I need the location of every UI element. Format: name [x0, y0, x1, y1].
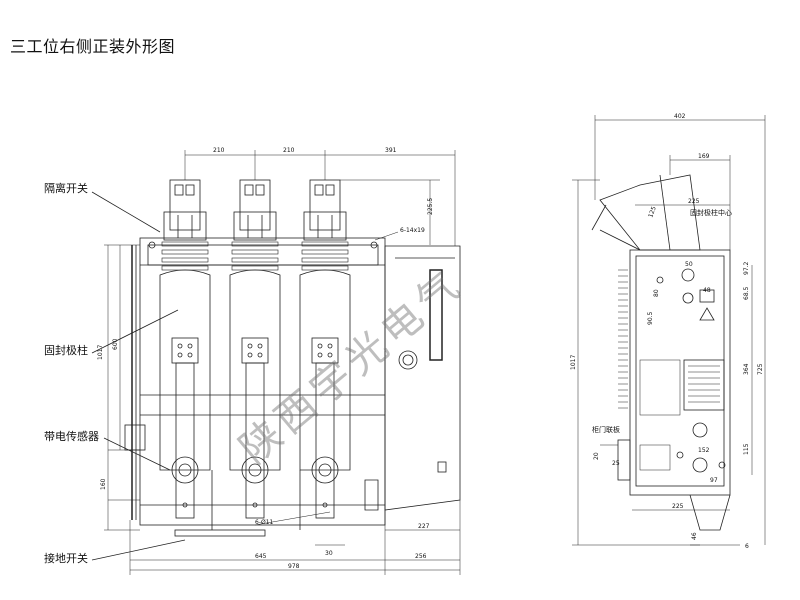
dim-height-top: 225.5 [427, 198, 434, 215]
dim-side-48: 48 [703, 287, 711, 294]
callout-sealed-pole: 固封极柱 [44, 344, 88, 357]
dim-side-225-top: 225 [688, 198, 700, 205]
front-view [91, 150, 461, 575]
live-sensor-1 [171, 456, 199, 484]
live-sensor-3 [311, 456, 339, 484]
mount-hole-tl [148, 241, 156, 249]
callout-panel-door-plate: 柜门联板 [592, 425, 620, 434]
callout-pole-center: 固封极柱中心 [690, 208, 732, 217]
dim-side-169: 169 [698, 153, 710, 160]
dim-side-90-5: 90.5 [647, 311, 654, 325]
sealed-pole-1 [159, 269, 211, 471]
dim-pitch-1: 210 [213, 147, 225, 154]
dim-holes-top: 6-14x19 [400, 227, 425, 234]
dim-pitch-2: 210 [283, 147, 295, 154]
dim-side-80: 80 [653, 289, 660, 297]
terminal-1 [171, 337, 199, 519]
warning-icon [699, 307, 715, 321]
callout-live-sensor: 带电传感器 [44, 430, 99, 443]
dim-holes-bottom: 6-Ø11 [255, 519, 274, 526]
dim-256: 256 [415, 553, 427, 560]
dim-side-6: 6 [745, 543, 749, 550]
terminal-3 [311, 337, 339, 519]
dim-side-46: 46 [691, 532, 698, 540]
sealed-pole-3 [299, 269, 351, 471]
side-vent-slats [618, 269, 628, 409]
dim-645: 645 [255, 553, 267, 560]
side-indicator-2 [682, 292, 694, 304]
leader-sealed-pole [91, 309, 179, 354]
isolating-switch-3 [303, 179, 347, 241]
dim-side-402: 402 [674, 113, 686, 120]
earthing-switch-base [174, 529, 266, 537]
front-knob [398, 350, 418, 370]
callout-earthing-switch: 接地开关 [44, 552, 88, 565]
terminal-2 [241, 337, 269, 519]
isolating-switch-1 [163, 179, 207, 241]
dim-side-725: 725 [757, 363, 764, 375]
dim-side-20: 20 [593, 452, 600, 460]
side-op-2 [692, 457, 708, 473]
isolating-switch-2 [233, 179, 277, 241]
dim-side-125: 125 [647, 205, 658, 218]
side-indicator-1 [681, 268, 695, 282]
page-title: 三工位右侧正装外形图 [10, 37, 176, 56]
sealed-pole-2 [229, 269, 281, 471]
side-view [572, 115, 766, 546]
callout-isolating-switch: 隔离开关 [44, 182, 88, 195]
leader-isolating-switch [91, 191, 161, 233]
dim-side-364: 364 [743, 363, 750, 375]
dim-227: 227 [418, 523, 430, 530]
leader-live-sensor [103, 437, 171, 471]
leader-earthing-switch [91, 539, 186, 561]
side-top-assembly [599, 174, 701, 251]
dim-side-97: 97 [710, 477, 718, 484]
dim-978: 978 [288, 563, 300, 570]
dim-right-offset: 391 [385, 147, 397, 154]
live-sensor-2 [241, 456, 269, 484]
dim-side-68-5: 68.5 [743, 286, 750, 300]
front-vent [429, 269, 443, 361]
dim-side-97-2: 97.2 [743, 261, 750, 275]
nameplate [683, 359, 725, 411]
dim-side-25: 25 [612, 460, 620, 467]
side-op-1 [692, 422, 708, 438]
dim-height-main: 1017 [97, 345, 104, 360]
dim-30: 30 [325, 550, 333, 557]
dim-side-115: 115 [743, 443, 750, 455]
dim-height-low: 160 [100, 478, 107, 490]
dim-side-50: 50 [685, 261, 693, 268]
mount-hole-tr [370, 241, 378, 249]
dim-side-1017: 1017 [570, 355, 577, 370]
dim-side-225-bottom: 225 [672, 503, 684, 510]
dim-side-152: 152 [698, 447, 710, 454]
dim-height-mid: 600 [112, 338, 119, 350]
